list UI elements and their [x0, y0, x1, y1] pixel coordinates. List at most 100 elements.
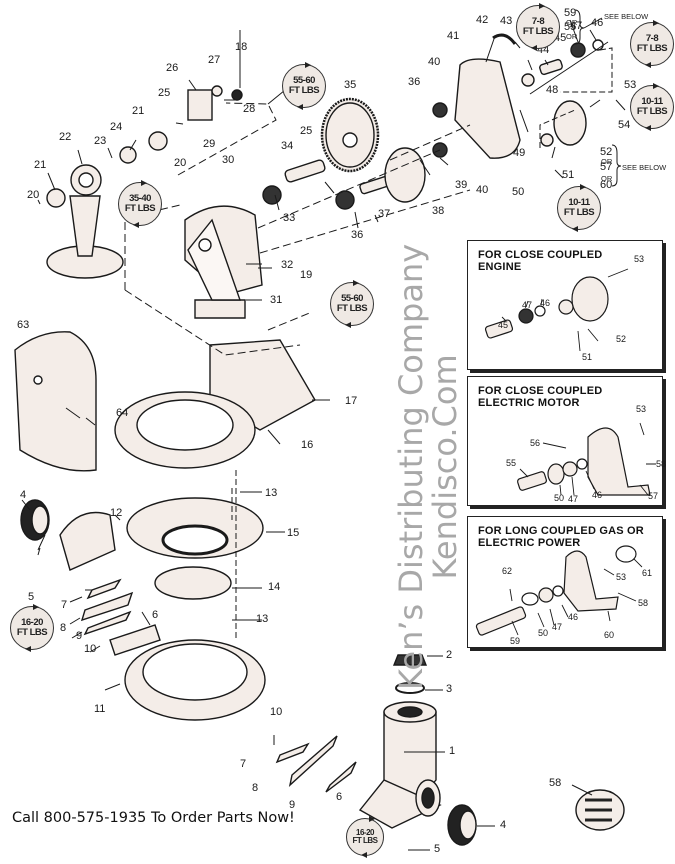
callout-2: 2: [446, 649, 453, 661]
part-45-shaft: [539, 58, 563, 76]
callout-5b: 5: [434, 843, 441, 855]
torque-unit: FT LBS: [288, 85, 320, 96]
callout-58: 58: [549, 777, 562, 789]
callout-31: 31: [270, 294, 283, 306]
callout-39: 39: [455, 179, 468, 191]
note-see-below: SEE BELOW: [604, 12, 649, 21]
part-63-guard: [14, 331, 97, 472]
part-33-bearing: [262, 185, 282, 205]
callout-5: 5: [28, 591, 35, 603]
callout-47: 47: [570, 20, 583, 32]
inset-callout: 47: [552, 622, 563, 632]
callout-14: 14: [268, 581, 281, 593]
part-32-gear-housing: [184, 205, 263, 319]
callout-7: 7: [61, 599, 68, 611]
part-7b-gasket: [275, 742, 310, 764]
callout-38: 38: [432, 205, 445, 217]
torque-value: 55-60: [341, 293, 363, 305]
callout-20: 20: [174, 157, 187, 169]
callout-21: 21: [132, 105, 145, 117]
torque-value: 16-20: [356, 827, 374, 837]
callout-33: 33: [283, 212, 296, 224]
inset-callout: 53: [634, 254, 645, 264]
part-52-adapter: [553, 100, 587, 146]
inset-long-coupled-power: FOR LONG COUPLED GAS OR ELECTRIC POWER 6…: [467, 516, 663, 648]
callout-41: 41: [447, 30, 460, 42]
brace: [611, 144, 622, 187]
callout-45: 45: [554, 32, 567, 44]
callout-25b: 25: [300, 125, 313, 137]
callout-50: 50: [512, 186, 525, 198]
watermark: Ken’s Distributing Company Kendisco.Com: [392, 243, 464, 690]
part-8-plate: [80, 591, 134, 622]
assembly-line: [257, 124, 471, 254]
torque-value: 7-8: [645, 33, 659, 45]
part-3-oring: [395, 682, 425, 694]
inset-callout: 50: [554, 493, 565, 503]
callout-42: 42: [476, 14, 489, 26]
callout-10: 10: [84, 643, 97, 655]
torque-unit: FT LBS: [522, 26, 554, 37]
inset-callout: 47: [522, 300, 533, 310]
callout-40b: 40: [476, 184, 489, 196]
part-15-bowl: [126, 497, 264, 559]
callout-49: 49: [513, 147, 526, 159]
note-or: OR: [601, 174, 613, 183]
callout-10b: 10: [270, 706, 283, 718]
callout-9b: 9: [289, 799, 296, 811]
part-21-washer: [148, 131, 168, 151]
assembly-line: [539, 47, 613, 148]
inset-callout: 50: [538, 628, 549, 638]
callout-64: 64: [116, 407, 129, 419]
callout-23: 23: [94, 135, 107, 147]
part-1-discharge: [358, 701, 442, 829]
inset-callout: 62: [502, 566, 513, 576]
callout-51: 51: [562, 169, 575, 181]
part-58-strainer: [575, 789, 625, 831]
callout-30: 30: [222, 154, 235, 166]
callout-35: 35: [344, 79, 357, 91]
inset-title: FOR LONG COUPLED GAS OR ELECTRIC POWER: [478, 525, 644, 550]
torque-unit: FT LBS: [16, 627, 48, 638]
callout-7b: 7: [240, 758, 247, 770]
torque-unit: FT LBS: [636, 106, 668, 117]
brace-pointer: [583, 17, 603, 29]
part-34-shaft: [284, 159, 326, 183]
callout-16: 16: [301, 439, 314, 451]
part-12-inlet: [59, 511, 116, 571]
part-27-washer: [211, 85, 223, 97]
callout-59: 59: [564, 7, 577, 19]
part-41-cover: [454, 58, 521, 159]
callout-8b: 8: [252, 782, 259, 794]
part-36-bearing-upper: [432, 102, 448, 118]
callout-29: 29: [203, 138, 216, 150]
inset-callout: 53: [616, 572, 627, 582]
inset-callout: 56: [530, 438, 541, 448]
part-22-pedestal: [46, 164, 124, 279]
inset-artwork: [484, 268, 629, 352]
torque-value: 10-11: [641, 96, 663, 108]
part-4-coupling: [20, 499, 50, 541]
callout-48: 48: [546, 84, 559, 96]
torque-value: 55-60: [293, 75, 315, 87]
inset-callout: 47: [568, 494, 579, 504]
inset-title: FOR CLOSE COUPLED ENGINE: [478, 249, 603, 274]
callout-6b: 6: [336, 791, 343, 803]
torque-unit: FT LBS: [563, 207, 595, 218]
inset-callout: 57: [648, 491, 659, 501]
part-36-bearing: [335, 190, 355, 210]
inset-callout: 61: [642, 568, 653, 578]
callout-26: 26: [166, 62, 179, 74]
callout-18: 18: [235, 41, 248, 53]
callout-63: 63: [17, 319, 30, 331]
inset-close-coupled-electric-motor: FOR CLOSE COUPLED ELECTRIC MOTOR 53 56 5…: [467, 376, 666, 506]
callout-1: 1: [449, 745, 456, 757]
callout-28: 28: [243, 103, 256, 115]
part-8b-plate: [288, 735, 338, 787]
torque-value: 35-40: [129, 193, 151, 205]
torque-value: 7-8: [531, 16, 545, 28]
inset-callout: 46: [568, 612, 579, 622]
part-44-seal: [521, 73, 535, 87]
